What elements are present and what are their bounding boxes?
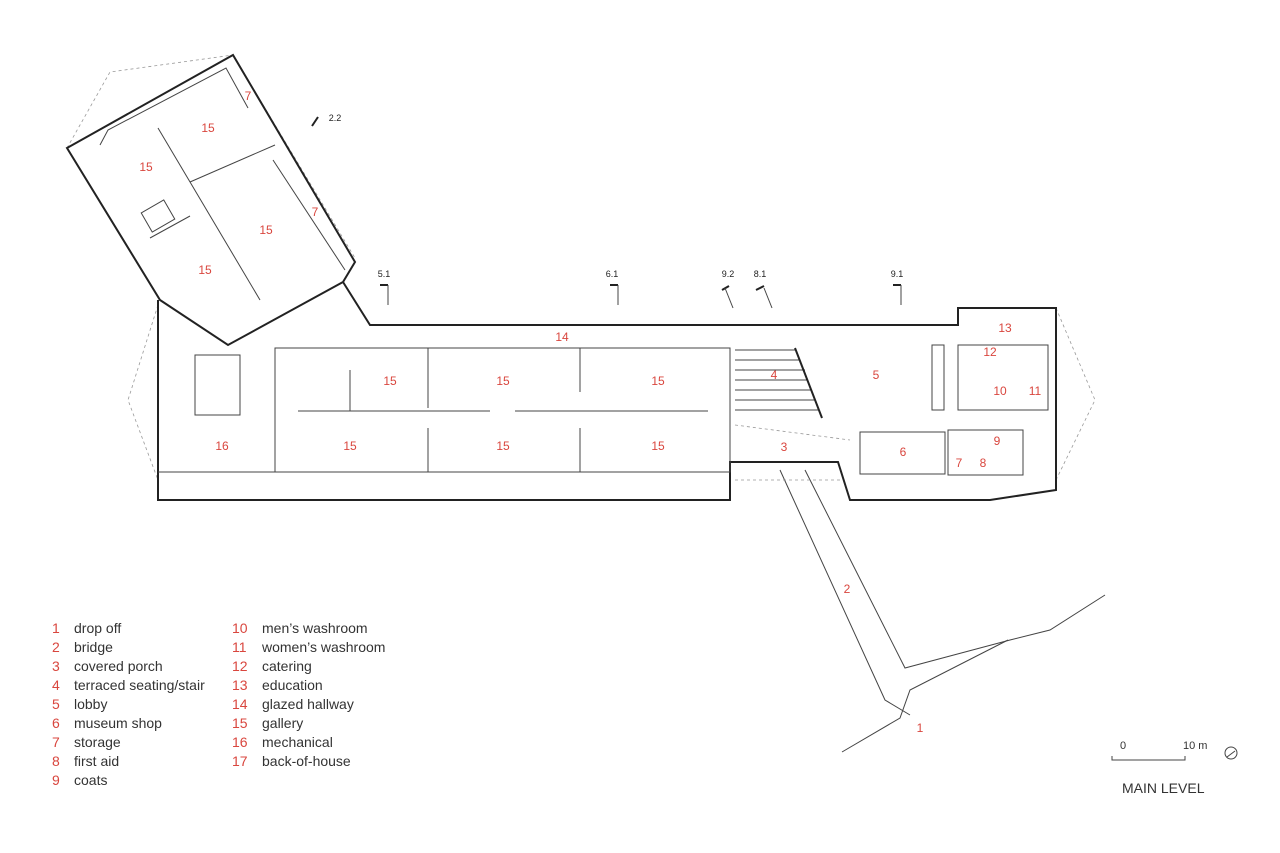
room-label: 15 [201,121,215,135]
room-label: 15 [383,374,397,388]
room-label: 14 [555,330,569,344]
plan-title: MAIN LEVEL [1122,780,1205,796]
room-label: 3 [781,440,788,454]
service-rooms [947,429,1024,476]
gallery-partition [149,215,191,239]
gallery-partition [157,127,261,301]
room-label: 15 [343,439,357,453]
room-label: 15 [496,439,510,453]
room-label: 15 [651,374,665,388]
room-label: 12 [983,345,997,359]
section-markers: 2.2 5.1 6.1 9.2 8.1 9.1 [311,113,904,309]
section-marker: 5.1 [378,269,391,279]
room-label: 8 [980,456,987,470]
gallery-partition [189,144,276,183]
room-label: 15 [651,439,665,453]
room-label: 15 [496,374,510,388]
porch-outline [734,424,851,441]
room-label: 9 [994,434,1001,448]
scale-start: 0 [1120,740,1127,752]
room-label: 15 [198,263,212,277]
drop-off-edge [841,639,1009,753]
main-block-outline [157,281,1057,501]
room-label: 7 [245,89,252,103]
room-labels: 15 7 15 15 7 15 14 13 12 15 15 15 4 5 10… [139,89,1041,735]
mechanical-core [194,354,241,416]
room-label: 16 [215,439,229,453]
room-label: 6 [900,445,907,459]
room-label: 2 [844,582,851,596]
roof-outline-west [127,304,159,481]
tilted-gallery-block [65,53,357,347]
section-marker: 2.2 [329,113,342,123]
glazed-wall [272,159,346,271]
room-label: 13 [998,321,1012,335]
roof-outline-left [66,54,356,259]
roof-outline-east [1055,307,1096,481]
museum-shop [859,431,946,475]
scale-end: 10 m [1183,740,1208,752]
room-label: 7 [956,456,963,470]
section-marker: 9.1 [891,269,904,279]
terraced-stair [735,347,823,419]
room-label: 1 [917,721,924,735]
gallery-wing [274,347,731,473]
section-marker: 6.1 [606,269,619,279]
room-label: 15 [259,223,273,237]
inner-wall [99,67,249,146]
room-label: 11 [1029,384,1042,398]
room-label: 4 [771,368,778,382]
scale-bar [1111,756,1186,761]
stair [140,199,176,233]
section-marker: 9.2 [722,269,735,279]
north-arrow-icon [1224,746,1238,760]
room-label: 7 [312,205,319,219]
room-label: 15 [139,160,153,174]
room-label: 10 [993,384,1007,398]
washroom-core [957,344,1049,411]
section-marker: 8.1 [754,269,767,279]
room-label: 5 [873,368,880,382]
wall [931,344,945,411]
bridge-edge [779,469,911,716]
bridge-edge [804,469,1106,669]
